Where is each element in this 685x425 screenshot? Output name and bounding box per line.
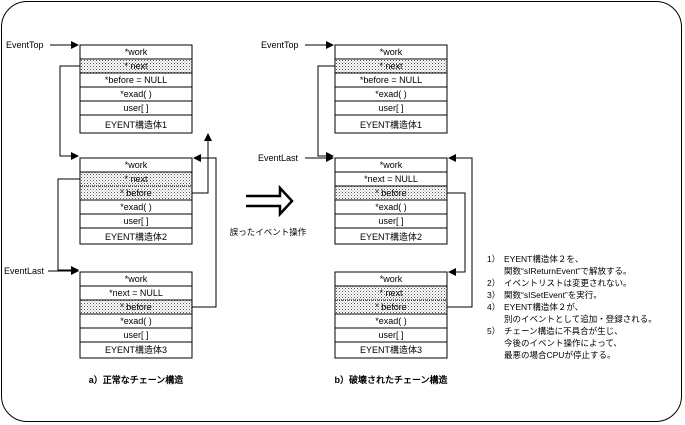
big-implies-arrow — [246, 184, 294, 218]
field-exad: *exad( ) — [120, 89, 152, 99]
field-before: * before — [120, 188, 152, 198]
note-num: 2） — [487, 278, 500, 288]
field-exad: *exad( ) — [120, 202, 152, 212]
note-line: イベントリストは変更されない。 — [504, 278, 632, 288]
link-b3-before — [447, 154, 473, 308]
struct-b3: *work * next * before *exad( ) user[ ] E… — [334, 271, 448, 359]
note-num: 4） — [487, 302, 500, 312]
field-next-null: *next = NULL — [109, 288, 163, 298]
label-eventtop-a: EventTop — [6, 40, 44, 50]
field-before: * before — [120, 302, 152, 312]
struct-name: EYENT構造体2 — [105, 231, 167, 242]
link-a3-before — [192, 154, 217, 308]
label-eventtop-b: EventTop — [261, 40, 299, 50]
field-before-null: *before = NULL — [360, 75, 422, 85]
field-work: *work — [125, 47, 148, 57]
struct-name: EYENT構造体1 — [360, 119, 422, 130]
note-num: 5） — [487, 326, 500, 336]
field-user: user[ ] — [123, 103, 148, 113]
field-next: * next — [379, 61, 403, 71]
struct-a1: *work * next *before = NULL *exad( ) use… — [79, 44, 193, 134]
struct-name: EYENT構造体3 — [105, 344, 167, 355]
field-work: *work — [125, 160, 148, 170]
note-line: 別のイベントとして追加・登録される。 — [504, 314, 657, 324]
field-next: * next — [379, 288, 403, 298]
field-user: user[ ] — [378, 103, 403, 113]
field-next: * next — [124, 174, 148, 184]
field-exad: *exad( ) — [375, 202, 407, 212]
link-a1-next — [59, 65, 80, 160]
label-eventlast-b: EventLast — [258, 153, 299, 163]
label-eventlast-a: EventLast — [4, 266, 45, 276]
field-user: user[ ] — [123, 330, 148, 340]
note-line: EYENT構造体２を、 — [504, 254, 583, 264]
caption-a: a）正常なチェーン構造 — [89, 374, 185, 385]
note-num: 3） — [487, 290, 500, 300]
struct-name: EYENT構造体1 — [105, 119, 167, 130]
field-work: *work — [380, 160, 403, 170]
field-user: user[ ] — [378, 216, 403, 226]
note-line: 今後のイベント操作によって、 — [504, 338, 622, 348]
field-before-null: *before = NULL — [105, 75, 167, 85]
note-line: 最悪の場合CPUが停止する。 — [504, 350, 615, 360]
note-num: 1） — [487, 254, 500, 264]
field-exad: *exad( ) — [375, 89, 407, 99]
struct-name: EYENT構造体3 — [360, 344, 422, 355]
field-user: user[ ] — [123, 216, 148, 226]
note-line: 関数“sIReturnEvent”で解放する。 — [504, 266, 632, 276]
field-exad: *exad( ) — [120, 316, 152, 326]
field-work: *work — [380, 274, 403, 284]
link-a2-next — [57, 178, 80, 274]
field-user: user[ ] — [378, 330, 403, 340]
struct-a2: *work * next * before *exad( ) user[ ] E… — [79, 157, 193, 245]
field-before: * before — [375, 302, 407, 312]
notes-block: 1） EYENT構造体２を、 関数“sIReturnEvent”で解放する。 2… — [487, 254, 657, 360]
field-exad: *exad( ) — [375, 316, 407, 326]
caption-b: b）破壊されたチェーン構造 — [334, 374, 448, 385]
struct-name: EYENT構造体2 — [360, 231, 422, 242]
field-work: *work — [380, 47, 403, 57]
struct-a3: *work *next = NULL * before *exad( ) use… — [79, 271, 193, 359]
note-line: チェーン構造に不具合が生じ、 — [504, 326, 623, 336]
note-line: 関数“sISetEvent”を実行。 — [504, 290, 602, 300]
link-b2-before — [447, 192, 466, 276]
link-a2-before — [192, 133, 212, 194]
field-work: *work — [125, 274, 148, 284]
struct-b2: *work *next = NULL * before *exad( ) use… — [334, 157, 448, 245]
link-b1-next — [317, 65, 335, 160]
struct-b1: *work * next *before = NULL *exad( ) use… — [334, 44, 448, 134]
field-before: * before — [375, 188, 407, 198]
note-line: EYENT構造体２が、 — [504, 302, 583, 312]
field-next: * next — [124, 61, 148, 71]
label-wrong-op: 誤ったイベント操作 — [230, 227, 307, 237]
field-next-null: *next = NULL — [364, 174, 418, 184]
